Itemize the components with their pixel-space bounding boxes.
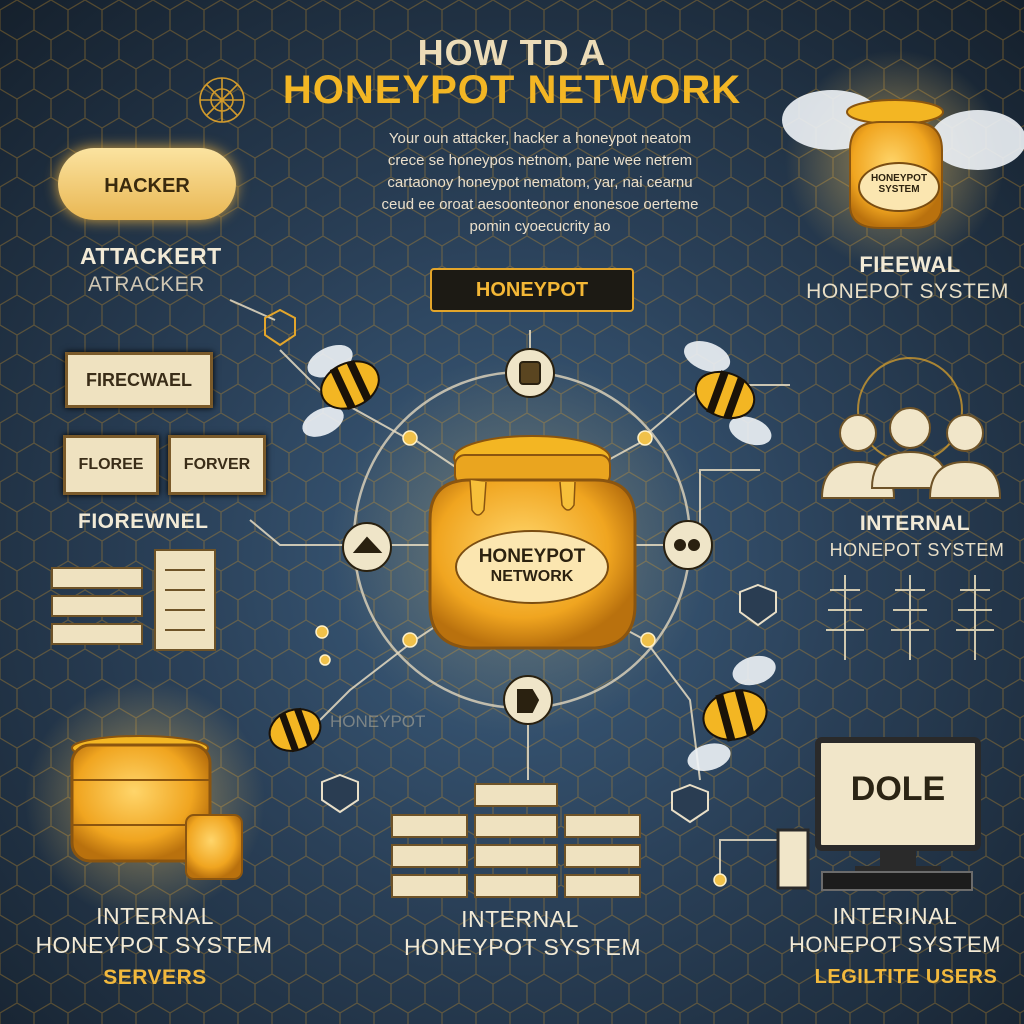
monitor-label: DOLE: [850, 770, 946, 808]
top-right-jar-line-2: SYSTEM: [878, 184, 920, 195]
top-right-jar-label: HONEYPOT SYSTEM: [858, 162, 940, 212]
bottom-left-line-1: INTERNAL: [96, 903, 214, 929]
firewall-box-a-label: FLOREE: [78, 456, 144, 473]
honeypot-tag: HONEYPOT: [430, 268, 634, 312]
center-faint-label: HONEYPOT: [330, 712, 426, 731]
hacker-cloud-label: HACKER: [104, 175, 190, 197]
firewall-box-b-label: FORVER: [183, 456, 251, 473]
users-icon: [820, 357, 1002, 499]
firewall-label: FIOREWNEL: [78, 510, 209, 533]
top-right-label-2: HONEPOT SYSTEM: [806, 280, 1009, 303]
center-jar-label: HONEYPOT NETWORK: [455, 530, 609, 604]
firewall-box-b: FORVER: [168, 435, 266, 495]
top-right-label-1: FIEEWAL: [859, 252, 961, 277]
bee-icon: [268, 341, 776, 771]
server-rack-icon: [51, 549, 216, 651]
center-jar-line-2: NETWORK: [490, 568, 574, 585]
firewall-box-main: FIRECWAEL: [65, 352, 213, 408]
server-rack-icon: [391, 783, 641, 898]
intro-text: Your oun attacker, hacker a honeypot nea…: [381, 130, 699, 235]
hacker-label-1: ATTACKERT: [80, 243, 222, 269]
bottom-center-line-2: HONEYPOT SYSTEM: [403, 934, 642, 960]
monitor-icon: [776, 737, 981, 891]
title-line-1: HOW TD A: [417, 32, 607, 73]
firewall-box-main-label: FIRECWAEL: [86, 370, 192, 390]
bottom-left-line-2: HONEYPOT SYSTEM: [35, 932, 273, 958]
title-line-2: HONEYPOT NETWORK: [282, 68, 742, 112]
firewall-box-a: FLOREE: [63, 435, 159, 495]
bottom-left-line-3: SERVERS: [103, 966, 207, 989]
right-middle-label-2: HONEPOT SYSTEM: [829, 540, 1005, 560]
shield-icon: [264, 308, 296, 347]
spider-web-icon: [199, 77, 245, 123]
shield-icon: [321, 583, 777, 824]
network-node-icon: [342, 348, 713, 725]
hacker-cloud: HACKER: [58, 148, 236, 220]
top-right-jar-line-1: HONEYPOT: [870, 173, 928, 184]
bottom-right-line-1: INTERINAL: [832, 903, 958, 929]
bottom-right-line-3: LEGILTITE USERS: [814, 966, 998, 988]
bottom-center-line-1: INTERNAL: [461, 906, 579, 932]
honey-jar-icon: [70, 735, 243, 880]
bottom-right-line-2: HONEPOT SYSTEM: [789, 932, 1001, 957]
right-middle-label-1: INTERNAL: [859, 512, 971, 535]
hacker-label-2: ATRACKER: [88, 273, 205, 296]
center-jar-line-1: HONEYPOT: [478, 546, 586, 567]
